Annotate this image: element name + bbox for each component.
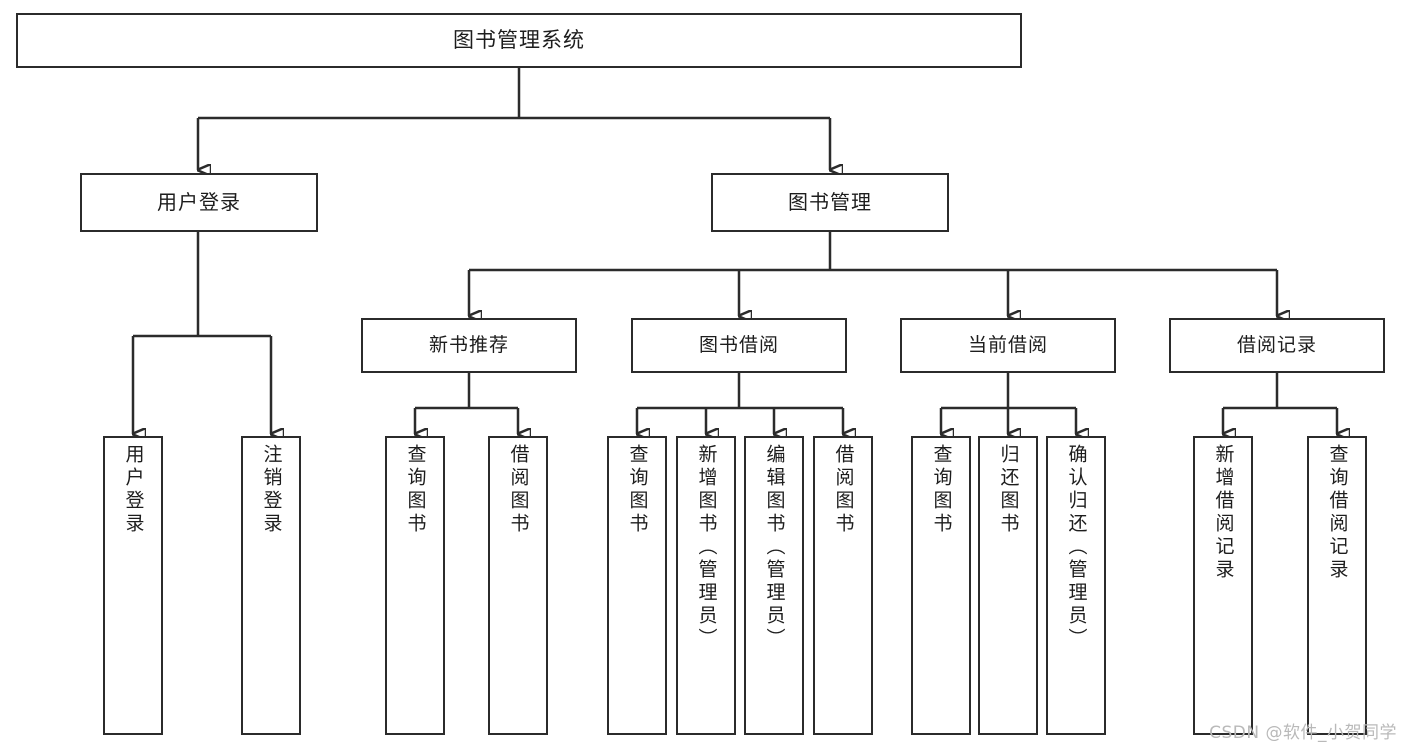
leaf-label: 查询图书 [404, 444, 427, 536]
leaf-newbook-query-book[interactable]: 查询图书 [385, 436, 445, 735]
leaf-label: 归还图书 [997, 444, 1020, 536]
leaf-label: 注销登录 [260, 444, 283, 536]
leaf-current-return-book[interactable]: 归还图书 [978, 436, 1038, 735]
node-label: 当前借阅 [967, 333, 1048, 356]
leaf-borrow-edit-book-admin[interactable]: 编辑图书（管理员） [744, 436, 804, 735]
leaf-label: 确认归还（管理员） [1065, 444, 1088, 651]
node-label: 图书借阅 [698, 333, 779, 356]
leaf-label: 查询图书 [626, 444, 649, 536]
node-label: 用户登录 [157, 190, 241, 214]
leaf-label: 借阅图书 [832, 444, 855, 536]
node-label: 图书管理系统 [453, 28, 585, 53]
node-book-management[interactable]: 图书管理 [711, 173, 949, 232]
node-label: 新书推荐 [428, 333, 509, 356]
node-borrow-record[interactable]: 借阅记录 [1169, 318, 1385, 373]
node-new-book-recommend[interactable]: 新书推荐 [361, 318, 577, 373]
leaf-label: 查询图书 [930, 444, 953, 536]
leaf-label: 新增借阅记录 [1212, 444, 1235, 582]
leaf-current-query-book[interactable]: 查询图书 [911, 436, 971, 735]
leaf-label: 用户登录 [122, 444, 145, 536]
leaf-current-confirm-return-admin[interactable]: 确认归还（管理员） [1046, 436, 1106, 735]
node-root-book-management-system[interactable]: 图书管理系统 [16, 13, 1022, 68]
leaf-borrow-query-book[interactable]: 查询图书 [607, 436, 667, 735]
leaf-borrow-borrow-book[interactable]: 借阅图书 [813, 436, 873, 735]
watermark-text: CSDN @软件_小贺同学 [1209, 723, 1397, 743]
node-label: 图书管理 [788, 190, 872, 214]
leaf-label: 新增图书（管理员） [695, 444, 718, 651]
leaf-label: 借阅图书 [507, 444, 530, 536]
node-book-borrow[interactable]: 图书借阅 [631, 318, 847, 373]
leaf-record-query-record[interactable]: 查询借阅记录 [1307, 436, 1367, 735]
leaf-borrow-add-book-admin[interactable]: 新增图书（管理员） [676, 436, 736, 735]
leaf-record-add-record[interactable]: 新增借阅记录 [1193, 436, 1253, 735]
leaf-newbook-borrow-book[interactable]: 借阅图书 [488, 436, 548, 735]
node-user-login[interactable]: 用户登录 [80, 173, 318, 232]
leaf-label: 编辑图书（管理员） [763, 444, 786, 651]
leaf-user-login-signin[interactable]: 用户登录 [103, 436, 163, 735]
leaf-label: 查询借阅记录 [1326, 444, 1349, 582]
node-current-borrow[interactable]: 当前借阅 [900, 318, 1116, 373]
node-label: 借阅记录 [1236, 333, 1317, 356]
leaf-user-login-signout[interactable]: 注销登录 [241, 436, 301, 735]
